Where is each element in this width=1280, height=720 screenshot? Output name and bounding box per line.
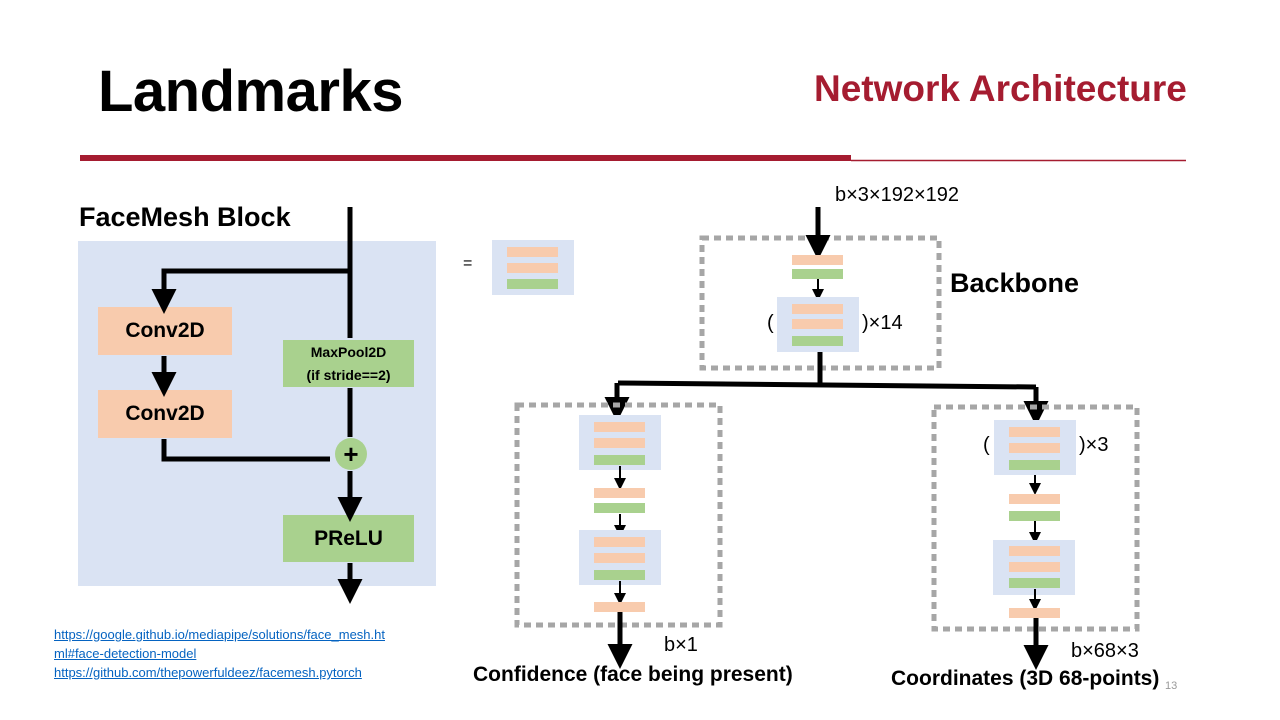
- maxpool-box: MaxPool2D (if stride==2): [283, 340, 414, 387]
- github-link[interactable]: https://github.com/thepowerfuldeez/facem…: [54, 665, 362, 680]
- header-rule-thick: [80, 155, 851, 161]
- coordinates-repeat-count: )×3: [1079, 434, 1109, 456]
- page-number: 13: [1165, 680, 1178, 692]
- coordinates-output-label: Coordinates (3D 68-points): [891, 667, 1160, 690]
- coordinates-frame: [931, 404, 1140, 632]
- facemesh-block-title: FaceMesh Block: [79, 202, 291, 232]
- conv2d-box-1: Conv2D: [98, 307, 232, 355]
- coordinates-output-shape: b×68×3: [1071, 640, 1139, 662]
- input-shape-label: b×3×192×192: [835, 184, 960, 206]
- prelu-label: PReLU: [314, 526, 383, 550]
- mediapipe-link-line1[interactable]: https://google.github.io/mediapipe/solut…: [54, 627, 385, 642]
- confidence-frame: [514, 402, 723, 628]
- legend-equals: =: [463, 255, 473, 272]
- conv2d-label-1: Conv2D: [125, 319, 205, 342]
- slide-title: Landmarks: [98, 59, 403, 124]
- conv-to-add-line: [161, 439, 330, 462]
- maxpool-label: MaxPool2D: [310, 343, 387, 360]
- skip-branch-arrow: [151, 268, 350, 314]
- conv2d-label-2: Conv2D: [125, 402, 205, 425]
- reference-links: https://google.github.io/mediapipe/solut…: [54, 625, 385, 682]
- coordinates-repeat-open: (: [983, 434, 990, 456]
- add-symbol: +: [343, 439, 359, 469]
- mediapipe-link-line2[interactable]: ml#face-detection-model: [54, 646, 197, 661]
- slide-subtitle: Network Architecture: [814, 68, 1187, 109]
- add-node: +: [335, 438, 367, 470]
- conv2d-box-2: Conv2D: [98, 390, 232, 438]
- split-line: [617, 380, 1037, 390]
- confidence-output-label: Confidence (face being present): [473, 663, 793, 686]
- backbone-repeat-count: )×14: [862, 312, 903, 334]
- confidence-output-shape: b×1: [664, 634, 698, 656]
- backbone-title: Backbone: [950, 268, 1080, 298]
- prelu-box: PReLU: [283, 515, 414, 562]
- maxpool-condition: (if stride==2): [306, 366, 391, 383]
- backbone-repeat-open: (: [767, 312, 774, 334]
